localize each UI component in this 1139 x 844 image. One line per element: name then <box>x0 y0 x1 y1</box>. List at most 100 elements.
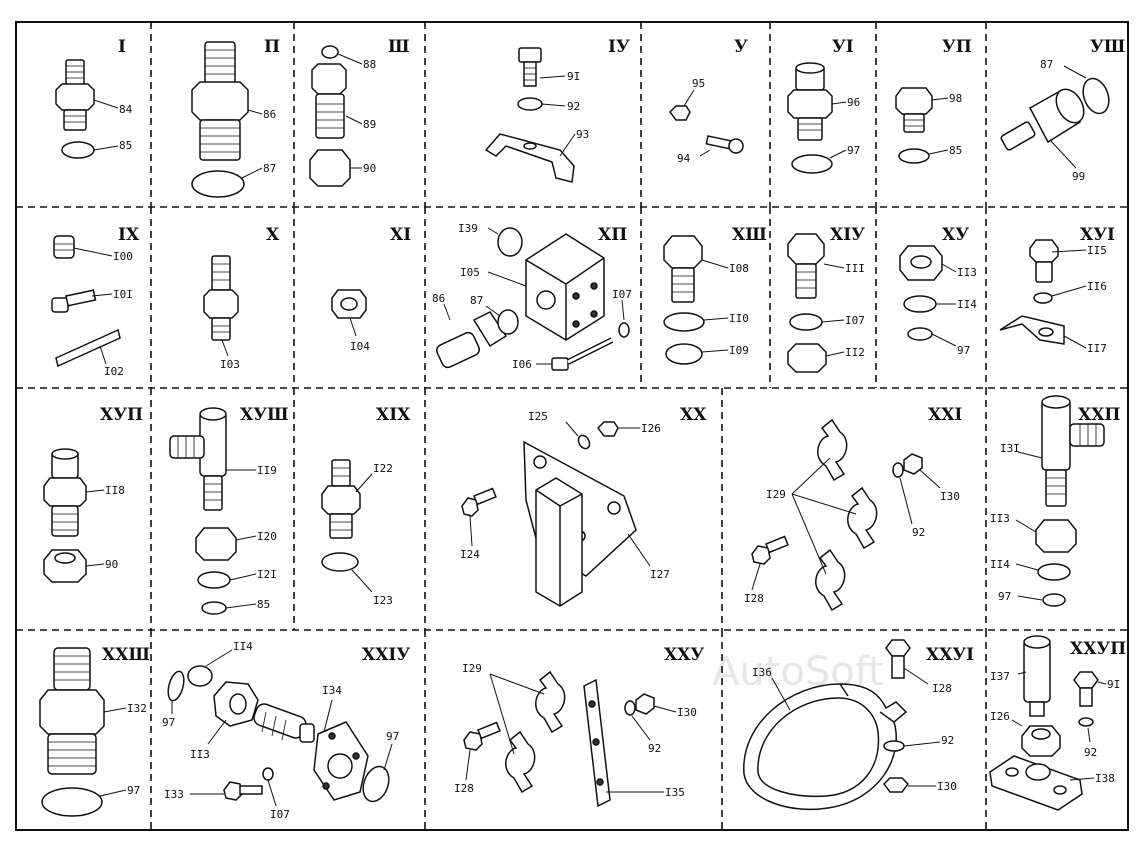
nut-95-drawing <box>669 105 691 121</box>
callout-label: 87 <box>470 294 483 307</box>
seal-ring-97-drawing <box>907 327 933 341</box>
cell-title: ХХУП <box>1070 639 1126 659</box>
callout-label: 85 <box>119 139 132 152</box>
callout-label: 88 <box>363 58 376 71</box>
cell-vi: УI 96 97 <box>787 37 860 174</box>
callout-label: I39 <box>458 222 478 235</box>
callout-label: I20 <box>257 530 277 543</box>
callout-label: I02 <box>104 365 124 378</box>
cell-xi: ХI I04 <box>331 225 411 353</box>
bolt-128-drawing <box>463 721 501 751</box>
cell-viii: УШ 87 99 <box>1000 37 1125 183</box>
cell-xxi: ХХI I29 92 I30 I28 <box>744 405 962 612</box>
seal-ring-97-drawing <box>791 154 833 174</box>
callout-label: 86 <box>263 108 276 121</box>
tee-fitting-119-drawing <box>169 407 227 511</box>
callout-label: 92 <box>941 734 954 747</box>
callout-label: 93 <box>576 128 589 141</box>
seal-ring-85-drawing <box>201 601 227 615</box>
callout-label: 86 <box>432 292 445 305</box>
cell-v: У 95 94 <box>669 37 748 165</box>
callout-label: I29 <box>462 662 482 675</box>
seal-ring-107-drawing <box>262 767 274 781</box>
fitting-122-drawing <box>321 459 361 539</box>
fitting-132-drawing <box>39 647 105 775</box>
seal-ring-97-drawing <box>167 670 185 702</box>
cell-ii: П 86 87 <box>191 37 280 198</box>
cell-title: ХХIУ <box>362 645 410 665</box>
callout-label: 87 <box>1040 58 1053 71</box>
callout-label: 9I <box>1107 678 1120 691</box>
seal-ring-107-drawing <box>618 322 630 338</box>
cell-title: ХХП <box>1078 405 1120 425</box>
callout-label: II8 <box>105 484 125 497</box>
washer-116-drawing <box>1033 292 1053 304</box>
clamp-129-drawings <box>505 670 566 794</box>
bolt-128-drawing <box>751 535 789 565</box>
callout-label: II0 <box>729 312 749 325</box>
callout-label: I33 <box>164 788 184 801</box>
fitting-86-drawing <box>436 311 508 369</box>
callout-label: II3 <box>190 748 210 761</box>
callout-label: I32 <box>127 702 147 715</box>
callout-label: I2I <box>257 568 277 581</box>
callout-label: 90 <box>363 162 376 175</box>
nut-126-drawing <box>1021 725 1061 757</box>
cell-xiv: ХIУ III I07 II2 <box>787 225 865 373</box>
cell-title: ХI <box>390 225 411 245</box>
cell-i: I 84 85 <box>55 37 133 159</box>
outer-frame <box>15 21 1129 831</box>
callout-label: I35 <box>665 786 685 799</box>
cell-xxii: ХХП I3I II3 II4 97 <box>990 395 1120 607</box>
callout-label: I06 <box>512 358 532 371</box>
cell-iii: Ш 88 89 90 <box>309 37 410 187</box>
callout-label: II4 <box>990 558 1010 571</box>
callout-label: II3 <box>990 512 1010 525</box>
callout-label: 85 <box>949 144 962 157</box>
cell-title: ХУI <box>1080 225 1115 245</box>
seal-ring-87-drawing <box>497 309 519 335</box>
adapter-99-drawing <box>1000 88 1085 151</box>
callout-label: 99 <box>1072 170 1085 183</box>
seal-ring-97-drawing <box>362 765 390 803</box>
callout-label: II7 <box>1087 342 1107 355</box>
washer-123-drawing <box>321 552 359 572</box>
callout-label: I29 <box>766 488 786 501</box>
callout-label: 90 <box>105 558 118 571</box>
callout-label: II6 <box>1087 280 1107 293</box>
callout-label: I0I <box>113 288 133 301</box>
callout-label: I26 <box>990 710 1010 723</box>
callout-label: II5 <box>1087 244 1107 257</box>
fitting-89-drawing <box>311 63 347 139</box>
seal-ring-97-drawing <box>41 787 103 817</box>
cell-iv: IУ 9I 92 93 <box>484 37 630 183</box>
seal-ring-85-drawing <box>898 148 930 164</box>
bolt-133-drawing <box>223 781 263 801</box>
callout-label: I27 <box>650 568 670 581</box>
callout-label: I03 <box>220 358 240 371</box>
bracket-127-drawing <box>523 440 637 607</box>
band-clamp-136-drawing <box>743 683 908 811</box>
cell-xx: ХХ I25 I26 I24 I27 <box>460 405 707 607</box>
bolt-91-drawing <box>518 47 542 87</box>
fitting-84-drawing <box>55 59 95 131</box>
cell-title: ХШ <box>732 225 767 245</box>
callout-label: II4 <box>957 298 977 311</box>
cell-title: ХIХ <box>376 405 411 425</box>
cell-xvii: ХУП II8 90 <box>43 405 143 583</box>
cell-title: Ш <box>388 37 410 57</box>
bolt-108-drawing <box>663 235 703 303</box>
callout-label: 96 <box>847 96 860 109</box>
bolt-111-drawing <box>787 233 825 299</box>
washer-92-drawing <box>1078 717 1094 727</box>
cell-ix: IХ I00 I0I I02 <box>51 225 140 378</box>
cell-title: ХУШ <box>240 405 289 425</box>
callout-label: II3 <box>957 266 977 279</box>
washer-92-drawing <box>624 700 636 716</box>
seal-ring-139-drawing <box>497 227 523 257</box>
callout-label: I23 <box>373 594 393 607</box>
callout-label: 94 <box>677 152 691 165</box>
tee-fitting-131-drawing <box>1041 395 1105 507</box>
nut-113-drawing <box>1035 519 1077 553</box>
